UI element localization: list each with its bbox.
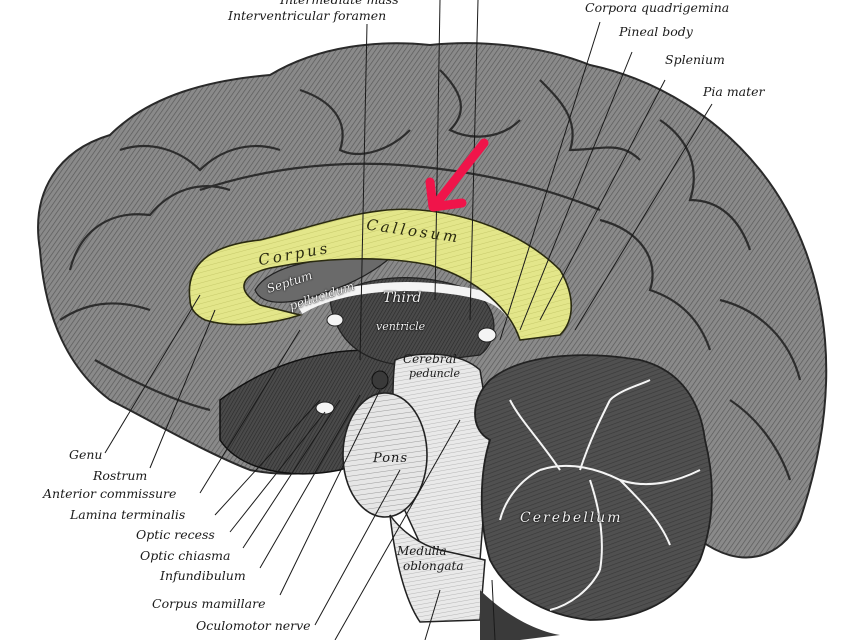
label-cerebellum: Cerebellum — [520, 510, 623, 526]
label-genu: Genu — [69, 447, 103, 462]
label-intermediate-mass: Intermediate mass — [280, 0, 399, 7]
corpus-callosum — [188, 208, 572, 341]
label-splenium: Splenium — [665, 52, 725, 67]
pons — [342, 392, 428, 518]
label-pia-mater: Pia mater — [703, 84, 765, 99]
septum-pellucidum-region — [254, 256, 392, 303]
label-pons: Pons — [373, 451, 409, 466]
label-optic-chiasma: Optic chiasma — [140, 548, 231, 563]
label-cerebral: Cerebral — [403, 352, 457, 366]
label-optic-recess: Optic recess — [136, 527, 215, 542]
label-corpus-mamillare: Corpus mamillare — [152, 596, 266, 611]
red-arrow-icon — [425, 138, 489, 212]
label-infundibulum: Infundibulum — [160, 568, 246, 583]
label-ventricle: ventricle — [376, 320, 426, 333]
label-corpora-quadrigemina: Corpora quadrigemina — [585, 0, 730, 15]
label-medulla: Medulla — [397, 544, 447, 558]
label-rostrum: Rostrum — [93, 468, 148, 483]
cerebellum — [474, 354, 713, 621]
label-lamina-terminalis: Lamina terminalis — [70, 507, 186, 522]
label-oculomotor-nerve: Oculomotor nerve — [196, 618, 311, 633]
label-third: Third — [383, 290, 422, 306]
label-oblongata: oblongata — [403, 559, 464, 573]
label-peduncle: peduncle — [409, 367, 460, 380]
medulla-oblongata — [389, 514, 486, 623]
label-pineal-body: Pineal body — [619, 24, 693, 39]
label-anterior-commissure: Anterior commissure — [43, 486, 177, 501]
label-interventricular-foramen: Interventricular foramen — [228, 8, 387, 23]
third-ventricle-region — [329, 277, 495, 366]
arbor-vitae — [499, 379, 701, 611]
leader-lines — [104, 0, 713, 640]
